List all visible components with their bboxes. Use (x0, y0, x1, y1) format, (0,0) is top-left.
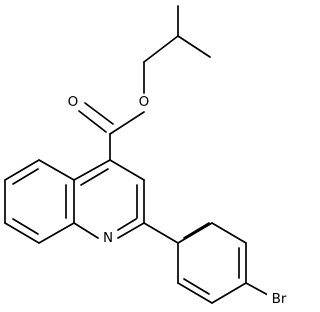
bond-c5-c6-inner (12, 168, 39, 185)
bond-c2-n (117, 222, 145, 239)
bond-ph4-br (245, 282, 269, 296)
br-label-bg (267, 289, 291, 307)
bond-n-c2-inner (117, 218, 137, 231)
n-label-bg (100, 229, 116, 245)
bond-carbonyl-double-2 (84, 102, 114, 125)
bond-ch3-right (177, 35, 211, 58)
bromine-label: Br (272, 291, 287, 307)
carbonyl-oxygen-label: O (68, 94, 79, 110)
bond-c4a-c5 (38, 159, 75, 181)
bond-c4-c3 (109, 159, 145, 181)
bond-ph4-ph5 (211, 282, 247, 304)
bond-c4a-c4 (73, 159, 111, 181)
bond-c8-c8a (38, 222, 75, 244)
ocarbonyl-label-bg (65, 94, 81, 110)
bond-ch-ch2 (143, 35, 179, 63)
bond-carbonyl-double-1 (78, 110, 107, 133)
bond-ph2-ph3 (211, 222, 247, 244)
nitrogen-label: N (103, 230, 113, 246)
oether-label-bg (136, 94, 152, 110)
molecule-canvas: O O N Br (4, 5, 291, 307)
ether-oxygen-label: O (139, 94, 150, 110)
bond-ph5-ph6 (177, 282, 213, 304)
bond-c7-c8-inner (12, 218, 39, 235)
bond-ph1-ph2-inner (183, 222, 210, 239)
bond-c4a-c4-inner (80, 168, 109, 186)
bond-c2-phenyl (143, 222, 179, 244)
bond-c7-c8 (4, 222, 40, 244)
bond-oether-carbonyl-c (109, 111, 145, 135)
bond-c5-c6 (4, 159, 40, 181)
structure-diagram: O O N Br (4, 5, 291, 307)
bond-ph5-ph6-inner (183, 278, 210, 295)
bond-ph1-ph2 (177, 222, 213, 244)
bond-n-c8a (73, 222, 99, 239)
